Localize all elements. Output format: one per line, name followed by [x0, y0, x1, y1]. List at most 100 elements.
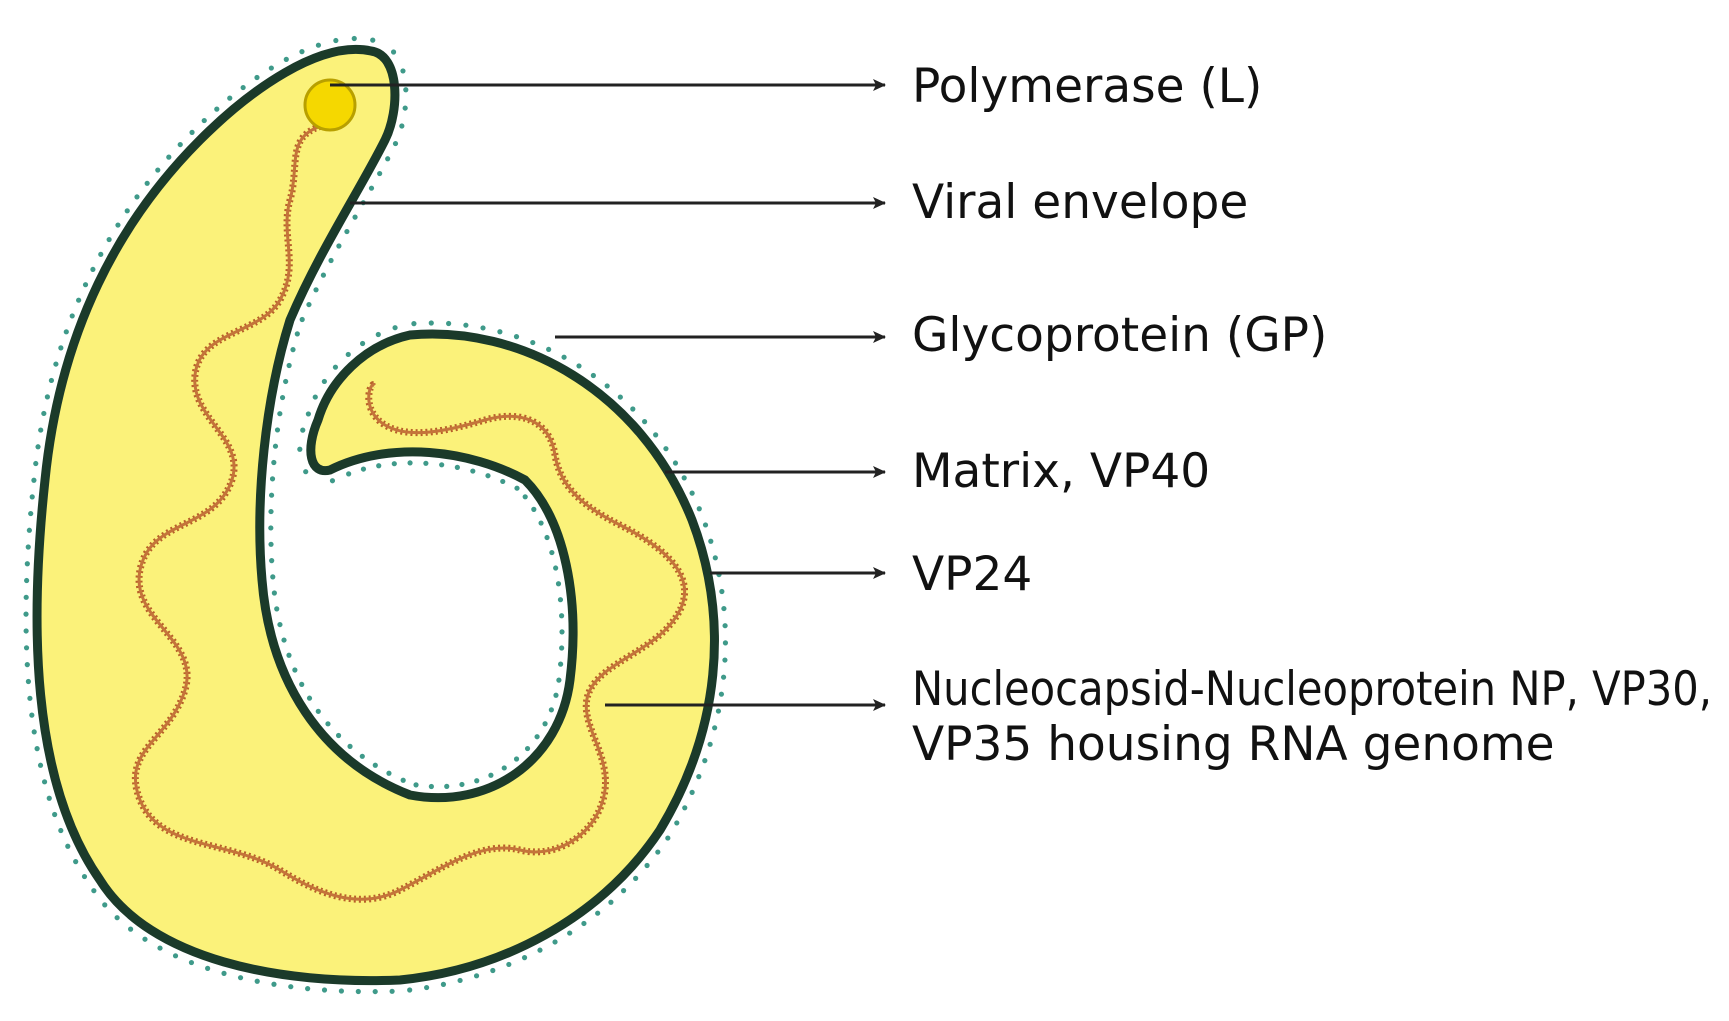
matrix-dot [531, 506, 537, 512]
matrix-dot [702, 522, 709, 528]
matrix-dot [325, 721, 331, 727]
matrix-dot [268, 492, 275, 498]
matrix-dot [48, 377, 55, 384]
matrix-dot [402, 105, 408, 111]
matrix-dot [696, 774, 702, 780]
matrix-dot [411, 321, 417, 327]
matrix-dot [63, 329, 69, 335]
matrix-dot [188, 959, 195, 966]
matrix-dot [522, 494, 528, 500]
matrix-dot [392, 140, 399, 147]
matrix-dot [497, 329, 503, 335]
matrix-dot [608, 899, 614, 905]
matrix-dot [286, 362, 292, 369]
matrix-dot [155, 167, 161, 173]
matrix-dot [268, 541, 274, 547]
matrix-dot [428, 320, 434, 326]
matrix-dot [268, 65, 274, 71]
matrix-dot [315, 708, 321, 714]
matrix-dot [58, 345, 64, 351]
matrix-dot [722, 657, 728, 663]
matrix-dot [553, 565, 559, 571]
matrix-dot [254, 978, 260, 984]
matrix-dot [205, 965, 211, 971]
matrix-dot [557, 597, 564, 603]
matrix-dot [389, 988, 395, 994]
matrix-dot [544, 534, 550, 541]
matrix-dot [463, 322, 469, 328]
matrix-dot [360, 340, 366, 347]
matrix-dot [329, 478, 336, 484]
matrix-dot [474, 778, 480, 784]
matrix-dot [400, 777, 406, 783]
matrix-dot [630, 406, 636, 412]
matrix-dot [305, 411, 311, 417]
matrix-dot [559, 629, 565, 635]
matrix-dot [400, 68, 406, 74]
labels: Polymerase (L) Viral envelope Glycoprote… [912, 59, 1712, 772]
matrix-dot [281, 637, 287, 643]
matrix-dot [689, 490, 695, 496]
matrix-dot [696, 506, 702, 512]
matrix-dot [407, 460, 413, 466]
matrix-dot [530, 339, 536, 346]
matrix-dot [581, 920, 587, 927]
matrix-dot [346, 471, 352, 477]
matrix-dot [268, 525, 274, 531]
matrix-dot [274, 427, 281, 433]
matrix-dot [288, 984, 294, 990]
matrix-dot [29, 494, 35, 500]
matrix-dot [555, 581, 562, 587]
matrix-dot [333, 37, 339, 44]
matrix-dot [271, 981, 277, 987]
matrix-dot [457, 977, 463, 984]
matrix-dot [715, 708, 722, 714]
matrix-dot [537, 947, 543, 953]
matrix-dot [360, 466, 367, 472]
matrix-dot [633, 875, 639, 881]
matrix-dot [559, 613, 565, 619]
matrix-dot [29, 712, 35, 718]
matrix-dot [46, 795, 52, 801]
matrix-dot [721, 605, 727, 612]
matrix-dot [24, 577, 30, 584]
matrix-dot [399, 123, 405, 129]
matrix-dot [552, 939, 558, 945]
matrix-dot [106, 236, 112, 243]
matrix-dot [672, 460, 679, 466]
matrix-dot [134, 194, 140, 200]
matrix-dot [718, 691, 725, 697]
matrix-dot [76, 297, 82, 303]
matrix-dot [23, 594, 29, 600]
matrix-dot [283, 56, 289, 62]
matrix-dot [221, 970, 227, 976]
matrix-dot [372, 988, 378, 995]
matrix-dot [227, 95, 233, 101]
matrix-dot [336, 243, 342, 249]
matrix-dot [702, 758, 708, 764]
matrix-dot [33, 460, 39, 467]
label-nucleocapsid-line2: VP35 housing RNA genome [912, 717, 1555, 772]
matrix-dot [124, 208, 130, 214]
matrix-dot [444, 783, 450, 789]
matrix-dot [300, 427, 306, 433]
matrix-dot [590, 372, 596, 379]
matrix-dot [240, 84, 246, 91]
matrix-dot [720, 674, 727, 680]
matrix-dot [485, 473, 491, 479]
label-polymerase: Polymerase (L) [912, 59, 1262, 114]
matrix-dot [347, 743, 353, 749]
matrix-dot [91, 888, 97, 894]
matrix-dot [26, 527, 32, 533]
matrix-dot [283, 378, 289, 385]
matrix-dot [41, 779, 48, 785]
matrix-dot [665, 835, 671, 841]
matrix-dot [351, 35, 357, 42]
matrix-dot [423, 460, 429, 466]
matrix-dot [707, 741, 713, 747]
matrix-dot [38, 427, 44, 433]
matrix-dot [546, 346, 552, 353]
matrix-dot [500, 478, 506, 485]
matrix-dot [663, 446, 669, 452]
matrix-dot [488, 772, 494, 778]
